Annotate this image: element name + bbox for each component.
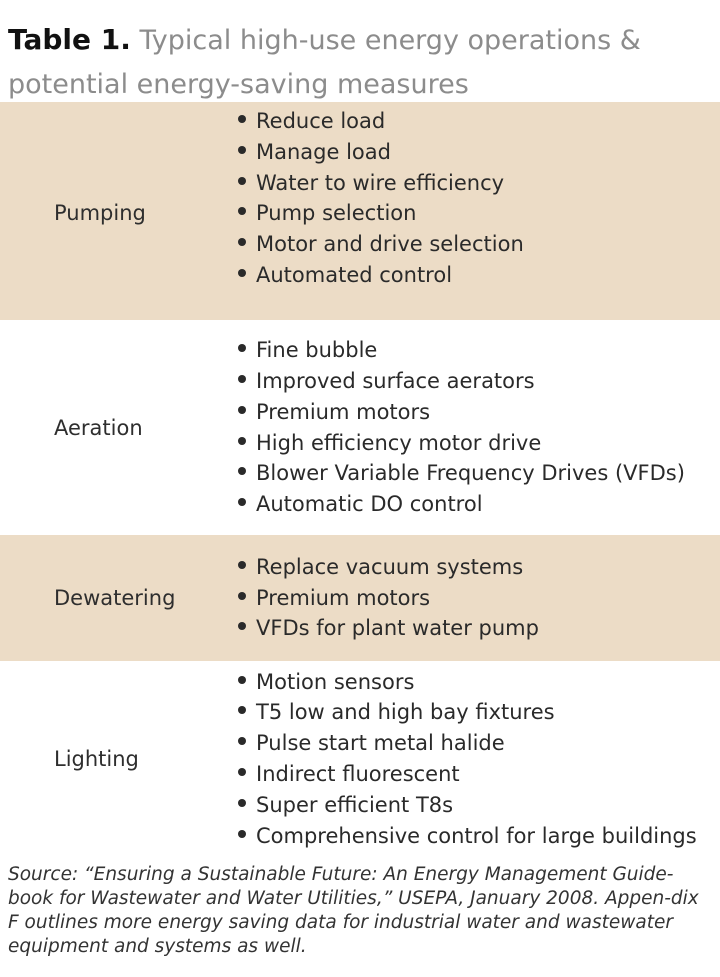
category-label: Lighting — [54, 747, 139, 771]
bullet-icon — [238, 344, 246, 353]
measure-text: Improved surface aerators — [256, 368, 535, 393]
list-item: Motor and drive selection — [238, 229, 720, 260]
list-item: Manage load — [238, 137, 720, 168]
measure-text: Water to wire efficiency — [256, 170, 505, 195]
bullet-icon — [238, 207, 246, 216]
bullet-icon — [238, 768, 246, 776]
bullet-icon — [238, 591, 246, 600]
category-label: Aeration — [54, 415, 143, 440]
list-item: Water to wire efficiency — [238, 168, 720, 199]
list-item: VFDs for plant water pump — [238, 613, 720, 644]
measure-text: Motion sensors — [256, 669, 415, 694]
bullet-icon — [238, 622, 246, 631]
energy-measures-table: Pumping Reduce load Manage load Water to… — [0, 102, 720, 857]
measures-list: Motion sensors T5 low and high bay fixtu… — [238, 667, 720, 852]
measures-list: Fine bubble Improved surface aerators Pr… — [238, 335, 720, 520]
bullet-icon — [238, 467, 246, 476]
bullet-icon — [238, 238, 246, 247]
table-row-aeration: Aeration Fine bubble Improved surface ae… — [0, 320, 720, 535]
list-item: Indirect fluorescent — [238, 759, 720, 790]
table-title-text: Typical high-use energy operations & pot… — [8, 25, 641, 100]
measure-text: Manage load — [256, 139, 391, 164]
category-label: Pumping — [54, 201, 146, 225]
list-item: Pump selection — [238, 198, 720, 229]
bullet-icon — [238, 405, 246, 414]
bullet-icon — [238, 737, 246, 746]
bullet-icon — [238, 436, 246, 445]
measure-text: Pulse start metal halide — [256, 731, 505, 756]
list-item: Comprehensive control for large building… — [238, 821, 720, 852]
list-item: Premium motors — [238, 583, 720, 614]
measure-text: T5 low and high bay fixtures — [256, 700, 555, 725]
bullet-icon — [238, 374, 246, 383]
bullet-icon — [238, 798, 246, 807]
list-item: Automated control — [238, 260, 720, 291]
list-item: Blower Variable Frequency Drives (VFDs) — [238, 458, 720, 489]
bullet-icon — [238, 829, 246, 838]
measure-text: Pump selection — [256, 201, 417, 226]
table-number-label: Table 1. — [8, 23, 131, 56]
measure-text: Blower Variable Frequency Drives (VFDs) — [256, 461, 685, 486]
bullet-icon — [238, 176, 246, 185]
list-item: Improved surface aerators — [238, 366, 720, 397]
source-note: Source: “Ensuring a Sustainable Future: … — [8, 864, 699, 957]
category-label: Dewatering — [54, 586, 176, 610]
measure-text: Automatic DO control — [256, 492, 483, 517]
list-item: Super efficient T8s — [238, 790, 720, 821]
list-item: Motion sensors — [238, 667, 720, 698]
measures-list: Reduce load Manage load Water to wire ef… — [238, 106, 720, 291]
measure-text: Reduce load — [256, 109, 386, 133]
measure-text: Premium motors — [256, 585, 431, 610]
list-item: Replace vacuum systems — [238, 552, 720, 583]
list-item: Reduce load — [238, 106, 720, 137]
measure-text: High efficiency motor drive — [256, 430, 542, 455]
table-row-dewatering: Dewatering Replace vacuum systems Premiu… — [0, 535, 720, 661]
list-item: Pulse start metal halide — [238, 728, 720, 759]
measure-text: Comprehensive control for large building… — [256, 823, 697, 848]
table-row-lighting: Lighting Motion sensors T5 low and high … — [0, 661, 720, 857]
bullet-icon — [238, 268, 246, 277]
measure-text: Replace vacuum systems — [256, 554, 524, 579]
measure-text: Motor and drive selection — [256, 232, 524, 257]
list-item: Premium motors — [238, 397, 720, 428]
measure-text: VFDs for plant water pump — [256, 616, 539, 641]
bullet-icon — [238, 115, 246, 123]
list-item: Automatic DO control — [238, 489, 720, 520]
list-item: High efficiency motor drive — [238, 428, 720, 459]
measure-text: Premium motors — [256, 399, 431, 424]
measure-text: Indirect fluorescent — [256, 762, 460, 786]
bullet-icon — [238, 560, 246, 569]
table-title: Table 1. Typical high-use energy operati… — [8, 18, 712, 107]
list-item: T5 low and high bay fixtures — [238, 697, 720, 728]
bullet-icon — [238, 498, 246, 507]
table-row-pumping: Pumping Reduce load Manage load Water to… — [0, 102, 720, 320]
bullet-icon — [238, 145, 246, 154]
list-item: Fine bubble — [238, 335, 720, 366]
bullet-icon — [238, 706, 246, 715]
bullet-icon — [238, 675, 246, 684]
measures-list: Replace vacuum systems Premium motors VF… — [238, 552, 720, 644]
measure-text: Automated control — [256, 262, 453, 287]
measure-text: Super efficient T8s — [256, 792, 454, 817]
measure-text: Fine bubble — [256, 338, 378, 363]
